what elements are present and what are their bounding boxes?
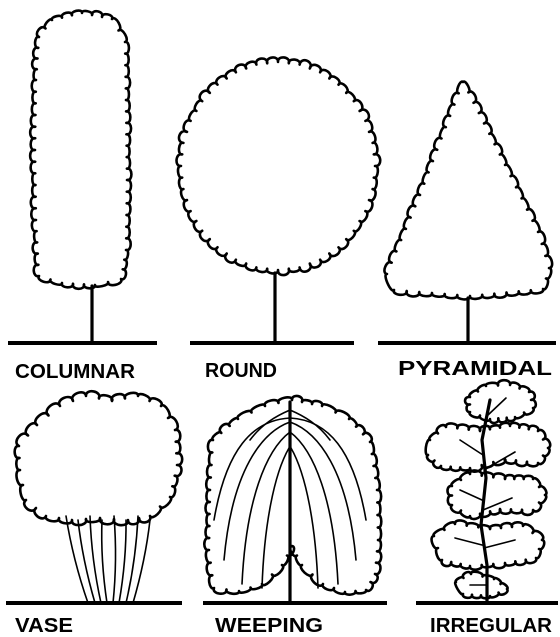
weeping-branch: [242, 432, 290, 584]
irregular-clump-upper: [426, 423, 551, 472]
weeping-label: WEEPING: [215, 615, 323, 637]
vase-tree: VASE: [8, 391, 182, 637]
columnar-canopy: [30, 11, 131, 289]
round-tree: ROUND: [177, 57, 381, 382]
weeping-tree: WEEPING: [204, 396, 385, 637]
vase-label: VASE: [15, 615, 73, 637]
irregular-branch: [460, 490, 482, 500]
columnar-label: COLUMNAR: [15, 361, 136, 383]
round-label: ROUND: [205, 360, 277, 382]
round-canopy: [177, 57, 381, 275]
vase-stem: [119, 520, 126, 603]
columnar-tree: COLUMNAR: [10, 11, 155, 383]
irregular-trunk: [481, 400, 490, 603]
irregular-branch: [484, 452, 515, 470]
vase-stems: [66, 516, 150, 603]
irregular-tree: IRREGULAR: [418, 380, 556, 637]
pyramidal-canopy: [384, 82, 552, 300]
pyramidal-tree: PYRAMIDAL: [380, 82, 554, 380]
vase-stem: [113, 516, 116, 603]
weeping-canopy: [204, 396, 381, 595]
vase-canopy: [15, 391, 183, 525]
irregular-clump-middle: [448, 470, 547, 519]
irregular-branch: [460, 440, 483, 455]
irregular-branch: [484, 540, 515, 548]
irregular-branch: [483, 498, 512, 510]
vase-stem: [78, 520, 95, 603]
vase-stem: [133, 520, 150, 603]
pyramidal-label: PYRAMIDAL: [398, 358, 552, 380]
irregular-label: IRREGULAR: [430, 615, 553, 637]
vase-stem: [102, 520, 107, 603]
irregular-clump-top: [465, 380, 536, 423]
irregular-branch: [455, 538, 482, 545]
weeping-branch: [262, 448, 289, 588]
weeping-branch: [291, 448, 318, 588]
